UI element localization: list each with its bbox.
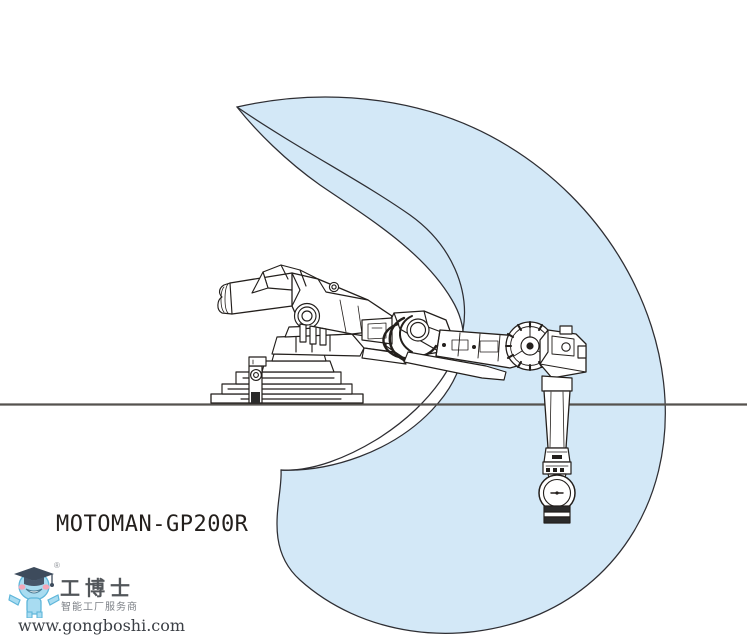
robot-drawing — [210, 264, 587, 524]
robot-tool-flange — [538, 473, 576, 524]
robot-wrist-housing — [539, 325, 587, 379]
robot-base — [210, 353, 364, 404]
watermark: ® 工博士 智能工厂服务商 www.gongboshi.com — [4, 560, 186, 642]
watermark-url: www.gongboshi.com — [18, 616, 186, 635]
registered-mark: ® — [54, 561, 60, 570]
page-title: MOTOMAN-GP200R — [56, 512, 249, 537]
robot-lower-arm — [217, 264, 393, 346]
graduate-mascot-icon — [8, 567, 60, 618]
robot-shoulder-joint — [361, 310, 453, 365]
watermark-brand: 工博士 — [60, 576, 135, 600]
robot-forearm-tube — [541, 375, 573, 475]
envelope-inner-arc — [236, 106, 466, 471]
watermark-tagline: 智能工厂服务商 — [61, 602, 138, 613]
